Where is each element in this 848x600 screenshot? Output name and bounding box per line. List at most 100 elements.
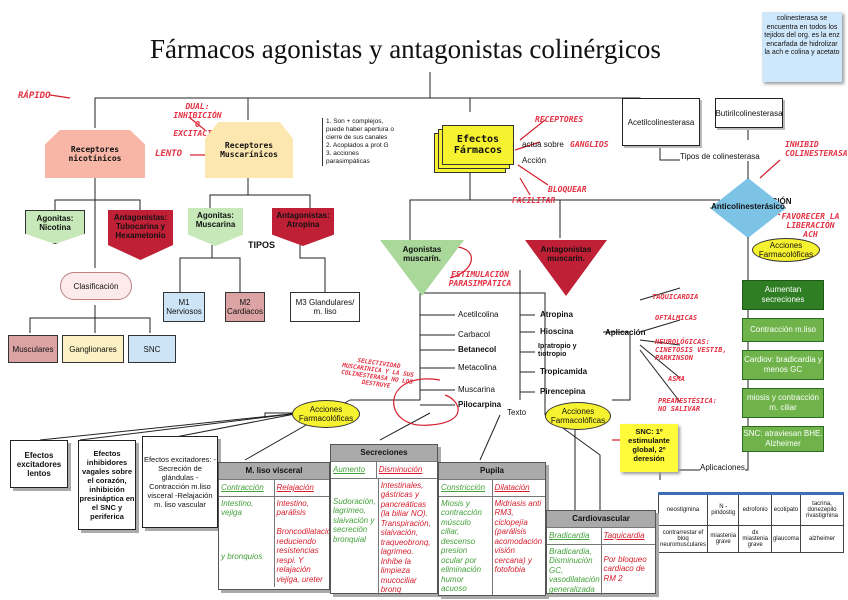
antagonistas-musc-label: Antagonistas muscarín. [540, 245, 592, 263]
secreciones-title: Secreciones [331, 445, 437, 461]
receptores-label: RECEPTORES [535, 115, 584, 124]
aplic-oftalmicas: OFTÁLMICAS [655, 314, 698, 322]
favorecer-label: FAVORECER LA LIBERACIÓN ACH [781, 212, 840, 239]
acetilcolinesterasa-box: Acetilcolinesterasa [622, 98, 700, 146]
texto-label: Texto [507, 408, 527, 417]
aumento-header: Aumento [333, 465, 366, 474]
pupila-title: Pupila [439, 463, 545, 479]
td-alzheimer: alzheimer [800, 525, 844, 553]
td-glaucoma: glaucoma [770, 525, 802, 553]
th-piridostig: N -piridostig [707, 492, 740, 526]
secreciones-disminucion: Intestinales, gástricas y pancreáticas (… [380, 480, 431, 595]
constriccion-header: Constricción [441, 483, 486, 492]
cardio-title: Cardiovascular [547, 511, 655, 527]
pupila-dilatacion: Midriasis anti RM3, ciclopejía (parálisi… [494, 498, 543, 575]
pupila-card: Pupila Constricción Dilatación Miosis y … [438, 462, 546, 596]
td-contrarrestar: contrarrestar ef bloq neuromusculares [657, 525, 709, 553]
acciones-farm-right: Acciones Farmacolóficas [752, 238, 820, 262]
snc-note: SNC: 1º estimulante global, 2º deresión [620, 424, 678, 472]
agonist-betanecol: Betanecol [458, 345, 497, 354]
antag-ipratropio: Ipratropio y tiotropio [538, 343, 577, 358]
clasificacion: Clasificación [60, 272, 132, 300]
cardiov-box: Cardiov: bradicardia y menos GC [742, 350, 824, 380]
disminucion-header: Disminución [378, 465, 423, 474]
rapido-label: RÁPIDO [18, 91, 51, 101]
inhibid-label: INHIBID COLINESTERASA [785, 140, 848, 158]
secreciones-card: Secreciones Aumento Disminución Sudoraci… [330, 444, 438, 595]
mliso-contraccion: Intestino, vejiga [221, 498, 254, 518]
td-dx-miastenia: dx miastenia grave [738, 525, 772, 553]
aplic-neurologicas: NEUROLÓGICAS: CINETOSIS VESTIB, PARKINSO… [655, 338, 727, 362]
acciones-farm-mid: Acciones Farmacolóficas [545, 402, 611, 430]
tipos-colinesterasa: Tipos de colinesterasa [680, 152, 760, 161]
th-edrofonio: edrofonio [738, 492, 772, 526]
snc-box: SNC [128, 335, 176, 363]
contraccion-header: Contracción [221, 483, 264, 492]
ganglionares-box: Ganglionares [62, 335, 124, 363]
facilitar-label: FACILITAR [512, 196, 556, 205]
page-title: Fármacos agonistas y antagonistas coliné… [150, 34, 661, 64]
sticky-note: colinesterasa se encuentra en todos los … [762, 12, 842, 82]
bradicardia-header: Bradicardia [549, 531, 590, 540]
miosis-box: miosis y contracción m. ciliar [742, 388, 824, 418]
efectos-farmacos: Efectos Fármacos [442, 125, 514, 165]
taquicardia-header: Taquicardia [603, 531, 645, 540]
agonist-metacolina: Metacolina [458, 363, 497, 372]
relajacion-header: Relajación [276, 483, 314, 492]
mliso-relajacion: Intestino, parálisis Broncodilatació red… [276, 498, 330, 584]
agonist-muscarina: Muscarina [458, 385, 495, 394]
cardiovascular-card: Cardiovascular Bradicardia Taquicardia B… [546, 510, 656, 595]
mliso-card: M. liso visceral Contracción Relajación … [218, 462, 330, 590]
aplic-preanestesica: PREANESTÉSICA: NO SALIVAR [658, 397, 718, 413]
lento-label: LENTO [155, 149, 183, 159]
pupila-constriccion: Miosis y contracción músculo ciliar, des… [439, 496, 493, 595]
th-tacrina: tacrina, donezepilo rivastigmina [800, 492, 844, 526]
aplic-taquicardia: TAQUICARDIA [652, 293, 699, 301]
mliso-title: M. liso visceral [219, 463, 329, 479]
aplicaciones-table: neostigmina N -piridostig edrofonio ecot… [657, 492, 844, 553]
th-ecotipato: ecotipato [770, 492, 802, 526]
agonist-pilocarpina: Pilocarpina [458, 400, 502, 409]
ganglios-label: GANGLIOS [570, 140, 609, 149]
accion-label: Acción [522, 156, 547, 165]
musculares-box: Musculares [8, 335, 58, 363]
aplicaciones-label: Aplicaciones [700, 463, 745, 472]
agonist-carbacol: Carbacol [458, 330, 491, 339]
contraccion-mliso: Contracción m.liso [742, 318, 824, 342]
estimulacion-label: ESTIMULACIÓN PARASIMPÁTICA [448, 270, 512, 288]
mliso-contraccion-2: y bronquios [221, 551, 263, 561]
secreciones-aumento: Sudoración, lagrimeo, slaivación y secre… [331, 478, 379, 595]
aplic-asma: ASMA [668, 375, 685, 383]
butirilcolinesterasa-box: Butirilcolinesterasa [715, 98, 783, 128]
anticolinesterasico-label: Anticolinesterásico [711, 202, 785, 211]
tipos-label: TIPOS [248, 240, 276, 250]
efectos-excitadores: Efectos excitadores: -Secreción de glánd… [142, 436, 218, 528]
antag-pirencepina: Pirencepina [540, 387, 586, 396]
td-miastenia: miastenia grave [707, 525, 740, 553]
m2-box: M2 Cardiacos [225, 292, 265, 322]
efectos-exc-lentos: Efectos excitadores lentos [10, 440, 68, 488]
muscarinicos-note: 1. Son + complejos, puede haber apertura… [322, 118, 394, 166]
antag-atropina: Atropina [540, 310, 573, 319]
actua-sobre: actua sobre [522, 140, 564, 149]
receptores-muscarinicos: Receptores Muscarínicos [205, 122, 293, 178]
dilatacion-header: Dilatación [494, 483, 530, 492]
m3-box: M3 Glandulares/ m. liso [290, 292, 360, 322]
cardio-bradicardia: Bradicardia, Disminución GC, vasodilatac… [549, 544, 602, 595]
agonistas-musc-label: Agonistas muscarín. [402, 245, 442, 263]
bloquear-label: BLOQUEAR [548, 185, 587, 194]
snc-green-box: SNC: atraviesan BHE. Alzheimer [742, 426, 824, 452]
aplicacion-label: Aplicación [605, 328, 646, 337]
efectos-inhibidores: Efectos inhibidores vagales sobre el cor… [78, 440, 136, 530]
dual-label: DUAL: INHIBICIÓN O EXCITACIÓN [173, 102, 222, 138]
receptores-nicotinicos: Receptores nicotínicos [45, 130, 145, 178]
antag-tropicamida: Tropicamida [540, 367, 588, 376]
acciones-farm-left: Acciones Farmacolóficas [292, 400, 360, 428]
antag-hioscina: Hioscina [540, 327, 574, 336]
aumentan-secreciones: Aumentan secreciones [742, 280, 824, 310]
m1-box: M1 Nerviosos [163, 292, 205, 322]
agonist-acetilcolina: Acetilcolina [458, 310, 499, 319]
cardio-taquicardia: Por bloqueo cardiaco de RM 2 [603, 554, 647, 583]
th-neostigmina: neostigmina [657, 492, 709, 526]
